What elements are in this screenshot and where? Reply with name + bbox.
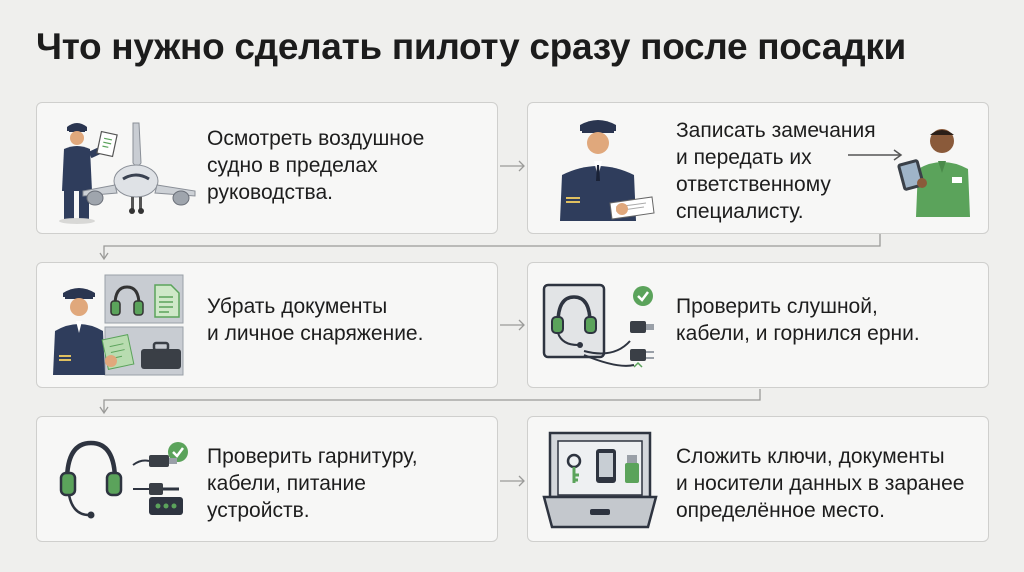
- phone-icon: [596, 449, 616, 483]
- pilot-with-clipboard-icon: [59, 123, 118, 224]
- step-line: и личное снаряжение.: [207, 322, 424, 345]
- headset-icon: [110, 285, 144, 316]
- check-icon: [168, 442, 188, 462]
- step-card-check-equipment: Проверить слушной, кабели, и горнился ер…: [527, 262, 989, 388]
- step-card-check-headset: Проверить гарнитуру, кабели, питание уст…: [36, 416, 498, 542]
- check-icon: [633, 286, 653, 306]
- usb-drive-icon: [625, 455, 639, 483]
- arrow-right-icon: [848, 149, 903, 161]
- step-text: Проверить гарнитуру, кабели, питание уст…: [207, 443, 418, 524]
- step-text: Записать замечания и передать их ответст…: [676, 117, 876, 225]
- airplane-icon: [82, 122, 196, 214]
- step-text: Сложить ключи, документы и носители данн…: [676, 443, 964, 524]
- connector-arrow-4-5: [103, 389, 761, 412]
- step-line: Осмотреть воздушное: [207, 127, 425, 150]
- pilot-writing-icon: [560, 120, 655, 221]
- step-line: Записать замечания: [676, 119, 876, 142]
- cable-plug-icon: [132, 455, 179, 495]
- step-card-record-remarks: Записать замечания и передать их ответст…: [527, 102, 989, 234]
- headset-icon: [59, 440, 123, 519]
- step-line: кабели, и горнился ерни.: [676, 322, 920, 345]
- connector-arrow-2-3: [103, 234, 881, 258]
- step-line: Сложить ключи, документы: [676, 445, 945, 468]
- step-text: Проверить слушной, кабели, и горнился ер…: [676, 293, 920, 347]
- step-line: кабели, питание: [207, 472, 366, 495]
- step-line: руководства.: [207, 181, 333, 204]
- step-text: Осмотреть воздушное судно в пределах рук…: [207, 125, 424, 206]
- power-bank-icon: [149, 497, 183, 515]
- step-card-store-items: Сложить ключи, документы и носители данн…: [527, 416, 989, 542]
- step-card-inspect-aircraft: Осмотреть воздушное судно в пределах рук…: [36, 102, 498, 234]
- page-title: Что нужно сделать пилоту сразу после пос…: [36, 26, 906, 67]
- step-line: определённое место.: [676, 499, 886, 522]
- step-line: Проверить гарнитуру,: [207, 445, 418, 468]
- document-icon: [154, 284, 180, 318]
- keys-icon: [566, 453, 582, 483]
- step-line: специалисту.: [676, 200, 804, 223]
- step-text: Убрать документы и личное снаряжение.: [207, 293, 423, 347]
- step-line: Проверить слушной,: [676, 295, 878, 318]
- step-line: судно в пределах: [207, 154, 378, 177]
- step-line: Убрать документы: [207, 295, 388, 318]
- headset-icon: [542, 283, 635, 367]
- cable-plug-icon: [630, 321, 654, 368]
- step-line: и передать их: [676, 146, 812, 169]
- step-card-stow-documents: Убрать документы и личное снаряжение.: [36, 262, 498, 388]
- technician-with-tablet-icon: [897, 129, 970, 217]
- briefcase-icon: [141, 341, 181, 369]
- step-line: и носители данных в заранее: [676, 472, 965, 495]
- step-line: ответственному: [676, 173, 831, 196]
- step-line: устройств.: [207, 499, 310, 522]
